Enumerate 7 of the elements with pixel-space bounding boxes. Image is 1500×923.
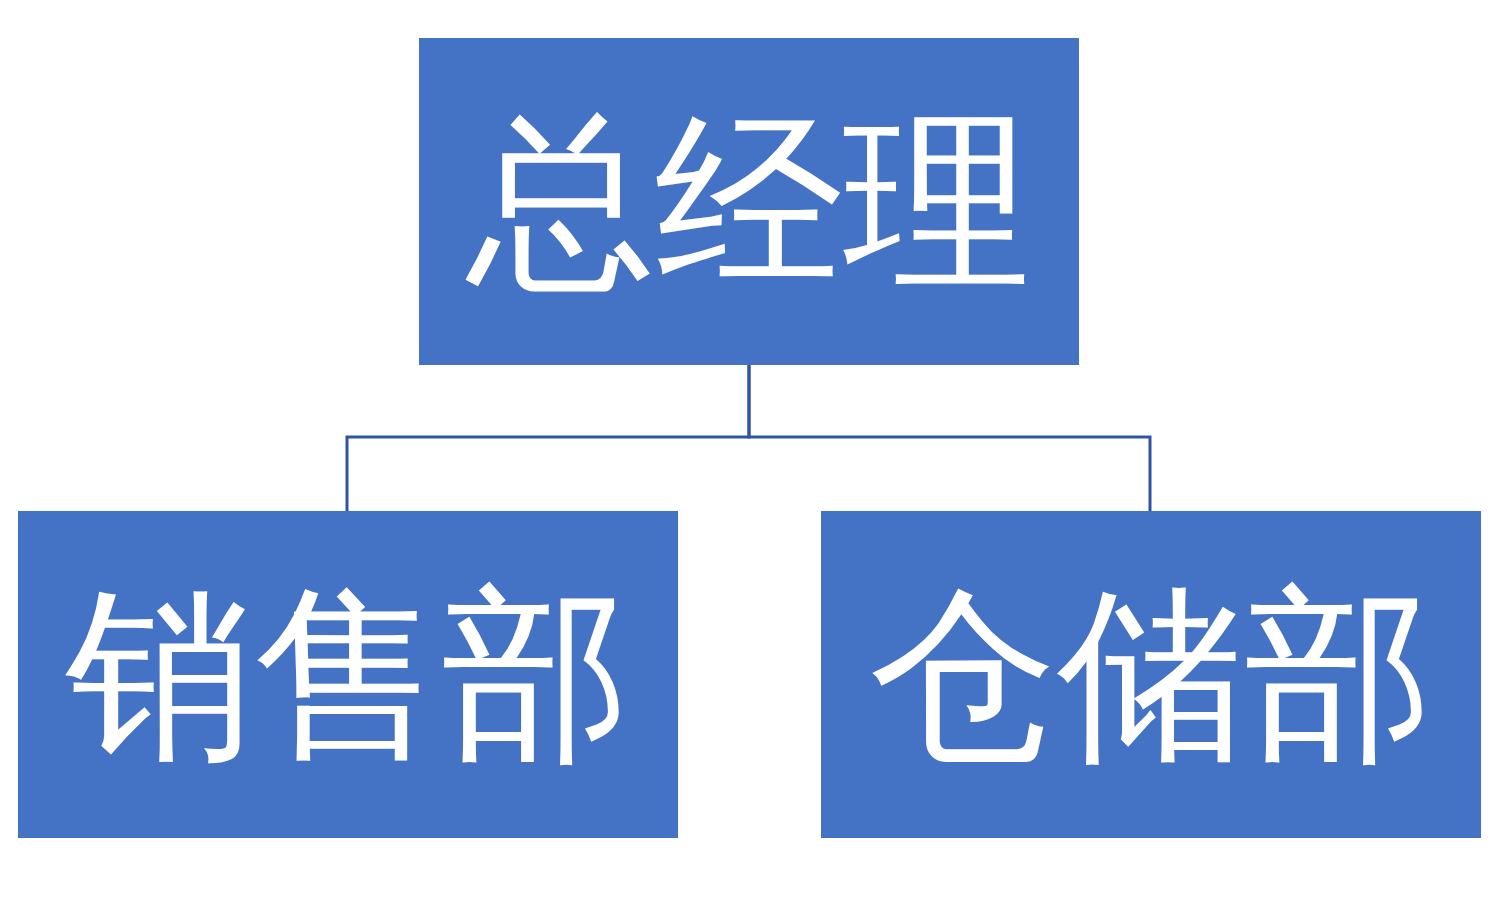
org-box (821, 511, 1481, 838)
box-title: 仓储部 (869, 580, 1433, 769)
box-title: 总经理 (467, 107, 1031, 296)
box-title: 销售部 (66, 580, 630, 769)
org-box (18, 511, 678, 838)
org-box (419, 38, 1079, 365)
connector-line (747, 365, 1152, 511)
